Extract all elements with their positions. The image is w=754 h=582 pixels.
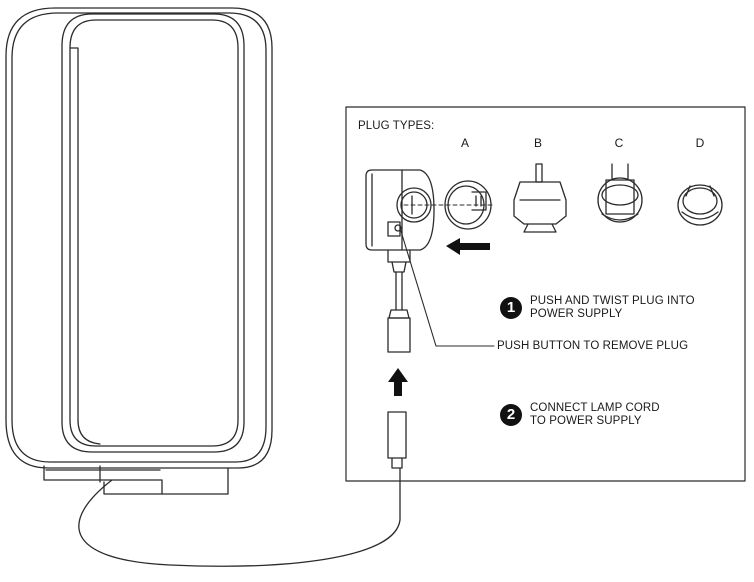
insert-arrow <box>446 238 490 255</box>
button-callout-line <box>399 227 495 347</box>
plug-label-d: D <box>695 136 705 150</box>
plug-b-illustration <box>513 163 567 233</box>
step-1-text-line1: PUSH AND TWIST PLUG INTO <box>530 295 695 307</box>
plug-label-b: B <box>533 136 542 150</box>
lamp-illustration <box>5 7 401 567</box>
push-button-label: PUSH BUTTON TO REMOVE PLUG <box>497 340 689 352</box>
plug-c-illustration <box>597 163 643 223</box>
step-1-badge: 1 <box>500 297 522 319</box>
plug-a-illustration <box>403 180 493 230</box>
step-1-text-line2: POWER SUPPLY <box>530 308 623 320</box>
connect-arrow <box>388 368 408 396</box>
step-2-text-line2: TO POWER SUPPLY <box>530 415 642 427</box>
plug-label-c: C <box>614 136 624 150</box>
plug-d-illustration <box>677 184 723 226</box>
plug-types-heading: PLUG TYPES: <box>358 120 435 132</box>
step-2-text-line1: CONNECT LAMP CORD <box>530 402 660 414</box>
lamp-cord-connector <box>387 411 407 469</box>
power-supply-adapter <box>365 169 435 353</box>
step-2-badge: 2 <box>500 404 522 426</box>
instruction-panel <box>345 106 746 482</box>
plug-label-a: A <box>460 136 469 150</box>
